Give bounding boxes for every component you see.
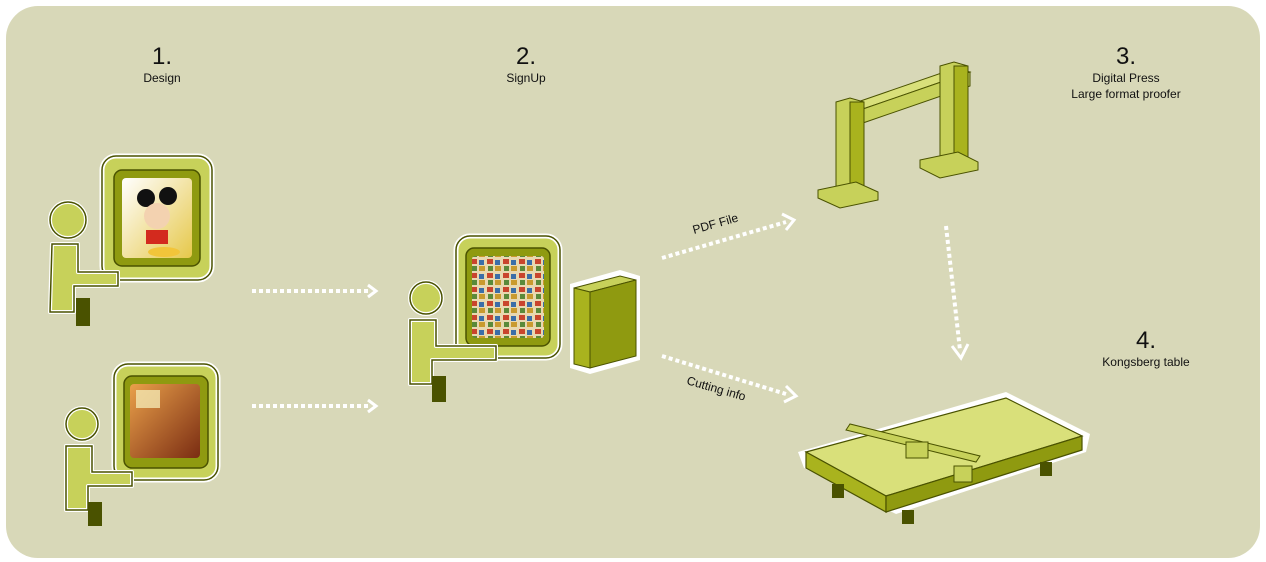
workflow-diagram: PDF File Cutting info [6, 6, 1260, 558]
flow-arrow-design-to-signup-b [252, 400, 376, 412]
stage-2-number: 2. [466, 44, 586, 70]
stage-3-label-line-2: Large format proofer [1046, 86, 1206, 102]
stage-1-number: 1. [102, 44, 222, 70]
stage-2-label: SignUp [466, 70, 586, 86]
stage-4-heading: 4. Kongsberg table [1086, 328, 1206, 370]
flow-arrow-press-to-table [946, 226, 968, 358]
flow-arrow-cutting: Cutting info [662, 356, 796, 404]
computer-tower-icon [570, 270, 640, 374]
stage-3-label-line-1: Digital Press [1046, 70, 1206, 86]
stage-4-label: Kongsberg table [1086, 354, 1206, 370]
monitor-icon [114, 364, 218, 480]
cutting-table-icon [798, 392, 1090, 524]
stage-3-number: 3. [1046, 44, 1206, 70]
digital-press-icon [818, 62, 978, 208]
stage-1-label: Design [102, 70, 222, 86]
stage-1-heading: 1. Design [102, 44, 222, 86]
monitor-icon [102, 156, 212, 280]
flow-arrow-pdf: PDF File [662, 210, 794, 258]
designer-b [66, 364, 218, 526]
stage-2-heading: 2. SignUp [466, 44, 586, 86]
signup-workstation [410, 236, 640, 402]
monitor-icon [456, 236, 560, 358]
stage-3-heading: 3. Digital Press Large format proofer [1046, 44, 1206, 102]
flow-arrow-design-to-signup-a [252, 285, 376, 297]
stage-4-number: 4. [1086, 328, 1206, 354]
designer-a [50, 156, 212, 326]
pdf-file-label: PDF File [691, 210, 740, 236]
